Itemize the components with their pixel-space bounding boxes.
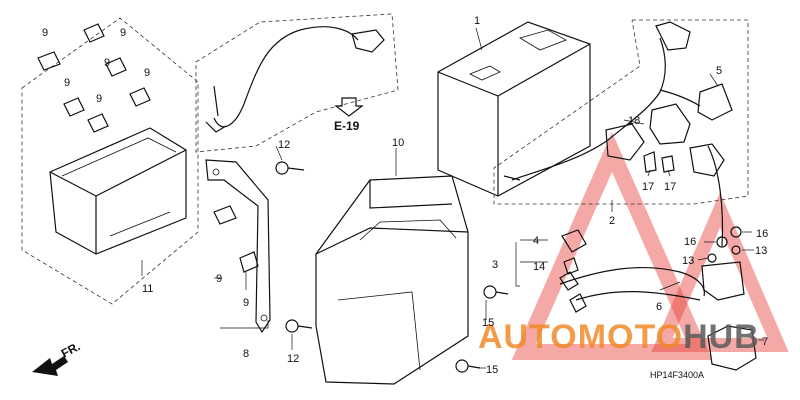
callout-7: 7 bbox=[762, 336, 768, 348]
nuts bbox=[716, 226, 742, 248]
reference-arrow bbox=[334, 97, 364, 117]
callout-16-a: 16 bbox=[756, 228, 768, 240]
callout-9-g: 9 bbox=[216, 273, 222, 285]
callout-3: 3 bbox=[492, 259, 498, 271]
wire-harness bbox=[503, 21, 701, 181]
callout-18: 18 bbox=[628, 115, 640, 127]
bolt-15-upper bbox=[483, 285, 509, 299]
cable-group-outline bbox=[195, 13, 399, 153]
rubber-pads bbox=[37, 23, 259, 273]
harness-group-outline bbox=[493, 19, 749, 205]
watermark-text: AUTOMOTOHUB bbox=[478, 318, 760, 356]
reference-label: E-19 bbox=[334, 119, 360, 133]
callout-6: 6 bbox=[656, 301, 662, 313]
bolt-15-lower bbox=[455, 359, 481, 373]
callout-9-h: 9 bbox=[243, 297, 249, 309]
watermark-logo bbox=[511, 132, 789, 360]
battery-box-group-outline bbox=[21, 17, 199, 305]
callout-9-f: 9 bbox=[96, 93, 102, 105]
callout-15-b: 15 bbox=[486, 364, 498, 376]
starter-relay bbox=[559, 261, 745, 313]
battery-cover bbox=[315, 175, 469, 385]
callout-9-c: 9 bbox=[64, 77, 70, 89]
callout-1: 1 bbox=[474, 15, 480, 27]
callout-15-a: 15 bbox=[482, 317, 494, 329]
bolt-12-upper bbox=[275, 161, 305, 175]
starter-relay-connector bbox=[649, 103, 691, 145]
callout-5: 5 bbox=[716, 65, 722, 77]
callout-11: 11 bbox=[142, 283, 153, 295]
callout-16-b: 16 bbox=[684, 236, 696, 248]
callout-12-a: 12 bbox=[278, 139, 290, 151]
terminal-boot bbox=[689, 143, 725, 247]
callout-12-b: 12 bbox=[287, 353, 299, 365]
terminal-14 bbox=[563, 257, 579, 275]
battery-cable bbox=[205, 26, 385, 133]
battery-bracket bbox=[205, 159, 271, 334]
leader-lines bbox=[141, 27, 764, 369]
callout-8: 8 bbox=[243, 348, 249, 360]
callout-9-a: 9 bbox=[42, 27, 48, 39]
callout-2: 2 bbox=[609, 215, 615, 227]
relay-cover bbox=[707, 325, 757, 371]
callout-17-a: 17 bbox=[642, 181, 654, 193]
callout-17-b: 17 bbox=[664, 181, 676, 193]
battery-box bbox=[49, 127, 187, 255]
callout-4: 4 bbox=[533, 235, 539, 247]
bolt-12-lower bbox=[285, 319, 313, 333]
terminal-cap bbox=[697, 83, 733, 121]
callout-9-b: 9 bbox=[120, 27, 126, 39]
battery bbox=[437, 21, 591, 197]
callout-10: 10 bbox=[392, 137, 404, 149]
clips bbox=[643, 151, 675, 173]
callout-14: 14 bbox=[533, 261, 545, 273]
diagram-code: HP14F3400A bbox=[650, 370, 704, 380]
callout-13-b: 13 bbox=[682, 255, 694, 267]
terminal-4 bbox=[561, 229, 587, 253]
callout-9-e: 9 bbox=[144, 67, 150, 79]
callout-9-d: 9 bbox=[104, 57, 110, 69]
callout-13-a: 13 bbox=[755, 245, 767, 257]
front-arrow-icon bbox=[32, 356, 68, 376]
